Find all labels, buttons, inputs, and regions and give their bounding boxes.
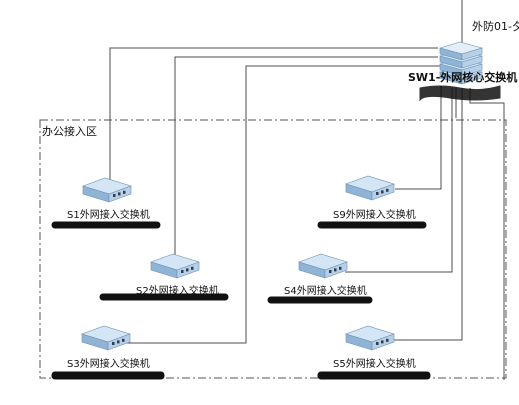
s4-switch-label: S4外网接入交换机	[284, 286, 367, 297]
s9-switch-label: S9外网接入交换机	[333, 210, 416, 221]
s9-redaction	[317, 221, 427, 229]
s3-switch-icon	[81, 325, 131, 351]
s5-switch-icon	[345, 325, 395, 351]
s2-switch-label: S2外网接入交换机	[136, 286, 219, 297]
link-core-s3	[124, 65, 440, 344]
links	[109, 47, 505, 380]
office-access-zone-boundary	[39, 119, 507, 379]
link-core-s9	[395, 86, 442, 190]
s2-redaction	[99, 293, 229, 301]
s5-switch-label: S5外网接入交换机	[333, 359, 416, 370]
s3-redaction	[51, 371, 165, 380]
redactions	[51, 85, 501, 380]
link-core-s1	[109, 47, 438, 181]
office-access-zone-label: 办公接入区	[42, 125, 97, 138]
access-switch-icons	[81, 175, 395, 351]
s2-switch-icon	[150, 253, 200, 279]
s1-switch-icon	[82, 177, 132, 203]
core-switch-icon	[438, 41, 484, 85]
core-redaction	[419, 85, 501, 102]
s4-switch-icon	[298, 253, 348, 279]
link-core-right	[469, 88, 505, 380]
s3-switch-label: S3外网接入交换机	[67, 359, 150, 370]
link-core-s2	[174, 56, 438, 262]
uplink-label: 外防01-夕	[472, 20, 519, 33]
s9-switch-icon	[345, 175, 395, 201]
s5-redaction	[317, 371, 431, 380]
link-core-s4	[345, 88, 453, 273]
s1-redaction	[51, 221, 161, 229]
s4-redaction	[267, 296, 373, 304]
s1-switch-label: S1外网接入交换机	[67, 210, 150, 221]
link-core-s5	[391, 88, 463, 341]
core-switch-label: SW1-外网核心交换机	[408, 71, 518, 84]
